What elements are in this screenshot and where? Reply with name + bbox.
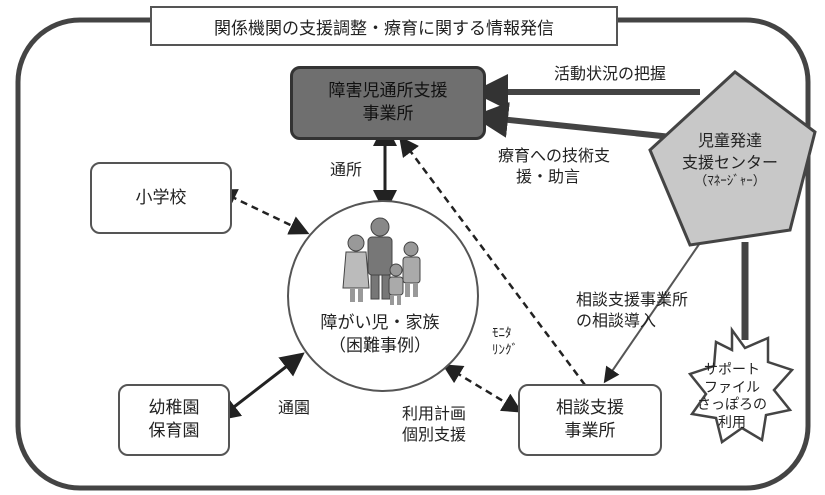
shogaiji-line2: 事業所 bbox=[362, 104, 414, 124]
tsusho-label: 通所 bbox=[330, 160, 363, 179]
monitoring-label: ﾓﾆﾀ ﾘﾝｸﾞ bbox=[492, 326, 518, 360]
sodan-box: 相談支援 事業所 bbox=[518, 384, 662, 456]
arrow-riyou bbox=[442, 364, 523, 413]
yochien-line1: 幼稚園 bbox=[148, 398, 200, 419]
support-file-line3: さっぽろの bbox=[697, 397, 767, 413]
arrow-monitoring bbox=[399, 135, 587, 386]
riyou-line1: 利用計画 bbox=[402, 404, 467, 423]
hattatsu-label: 児童発達 支援センター （ﾏﾈｰｼﾞｬｰ） bbox=[665, 130, 795, 191]
hattatsu-line2: 支援センター bbox=[681, 152, 778, 172]
shogakko-box: 小学校 bbox=[90, 162, 232, 234]
tsuen-label: 通園 bbox=[278, 398, 311, 417]
support-file-line2: ファイル bbox=[704, 379, 760, 396]
family-illustration bbox=[342, 217, 421, 305]
sodan-donyu-line2: の相談導入 bbox=[576, 310, 657, 330]
hattatsu-pentagon bbox=[648, 70, 817, 247]
shogakko-label: 小学校 bbox=[135, 187, 187, 208]
ryoiku-line2: 援・助言 bbox=[516, 166, 581, 186]
hattatsu-line3: （ﾏﾈｰｼﾞｬｰ） bbox=[694, 174, 766, 190]
ryoiku-label: 療育への技術支 援・助言 bbox=[498, 146, 610, 188]
arrow-tsuen bbox=[215, 352, 305, 421]
support-file-line4: 利用 bbox=[718, 414, 746, 431]
yochien-box: 幼稚園 保育園 bbox=[118, 384, 230, 456]
monitoring-line2: ﾘﾝｸﾞ bbox=[492, 342, 518, 358]
title-text: 関係機関の支援調整・療育に関する情報発信 bbox=[214, 18, 554, 39]
title-box: 関係機関の支援調整・療育に関する情報発信 bbox=[150, 6, 618, 46]
arrow-shogakko bbox=[216, 189, 310, 235]
ryoiku-line1: 療育への技術支 bbox=[498, 146, 611, 165]
center-person-line1: 障がい児・家族 bbox=[320, 313, 440, 333]
shogaiji-line1: 障害児通所支援 bbox=[328, 81, 448, 102]
monitoring-line1: ﾓﾆﾀ bbox=[492, 326, 512, 341]
arrow-sodan-donyu bbox=[603, 239, 703, 384]
hattatsu-line1: 児童発達 bbox=[697, 131, 762, 150]
center-person-line2: （困難事例） bbox=[329, 335, 431, 356]
support-file-line1: サポート bbox=[704, 362, 760, 378]
riyou-label: 利用計画 個別支援 bbox=[402, 404, 466, 446]
riyou-line2: 個別支援 bbox=[402, 424, 467, 444]
center-person-label: 障がい児・家族 （困難事例） bbox=[285, 312, 475, 358]
yochien-line2: 保育園 bbox=[148, 421, 200, 441]
sodan-line2: 事業所 bbox=[564, 421, 616, 441]
katsudo-label: 活動状況の把握 bbox=[554, 64, 667, 83]
support-file-label: サポート ファイル さっぽろの 利用 bbox=[682, 362, 782, 432]
sodan-line1: 相談支援 bbox=[556, 398, 624, 419]
shogaiji-box: 障害児通所支援 事業所 bbox=[290, 66, 486, 140]
sodan-donyu-label: 相談支援事業所 の相談導入 bbox=[576, 290, 688, 332]
sodan-donyu-line1: 相談支援事業所 bbox=[576, 290, 689, 309]
support-file-star bbox=[687, 326, 795, 445]
